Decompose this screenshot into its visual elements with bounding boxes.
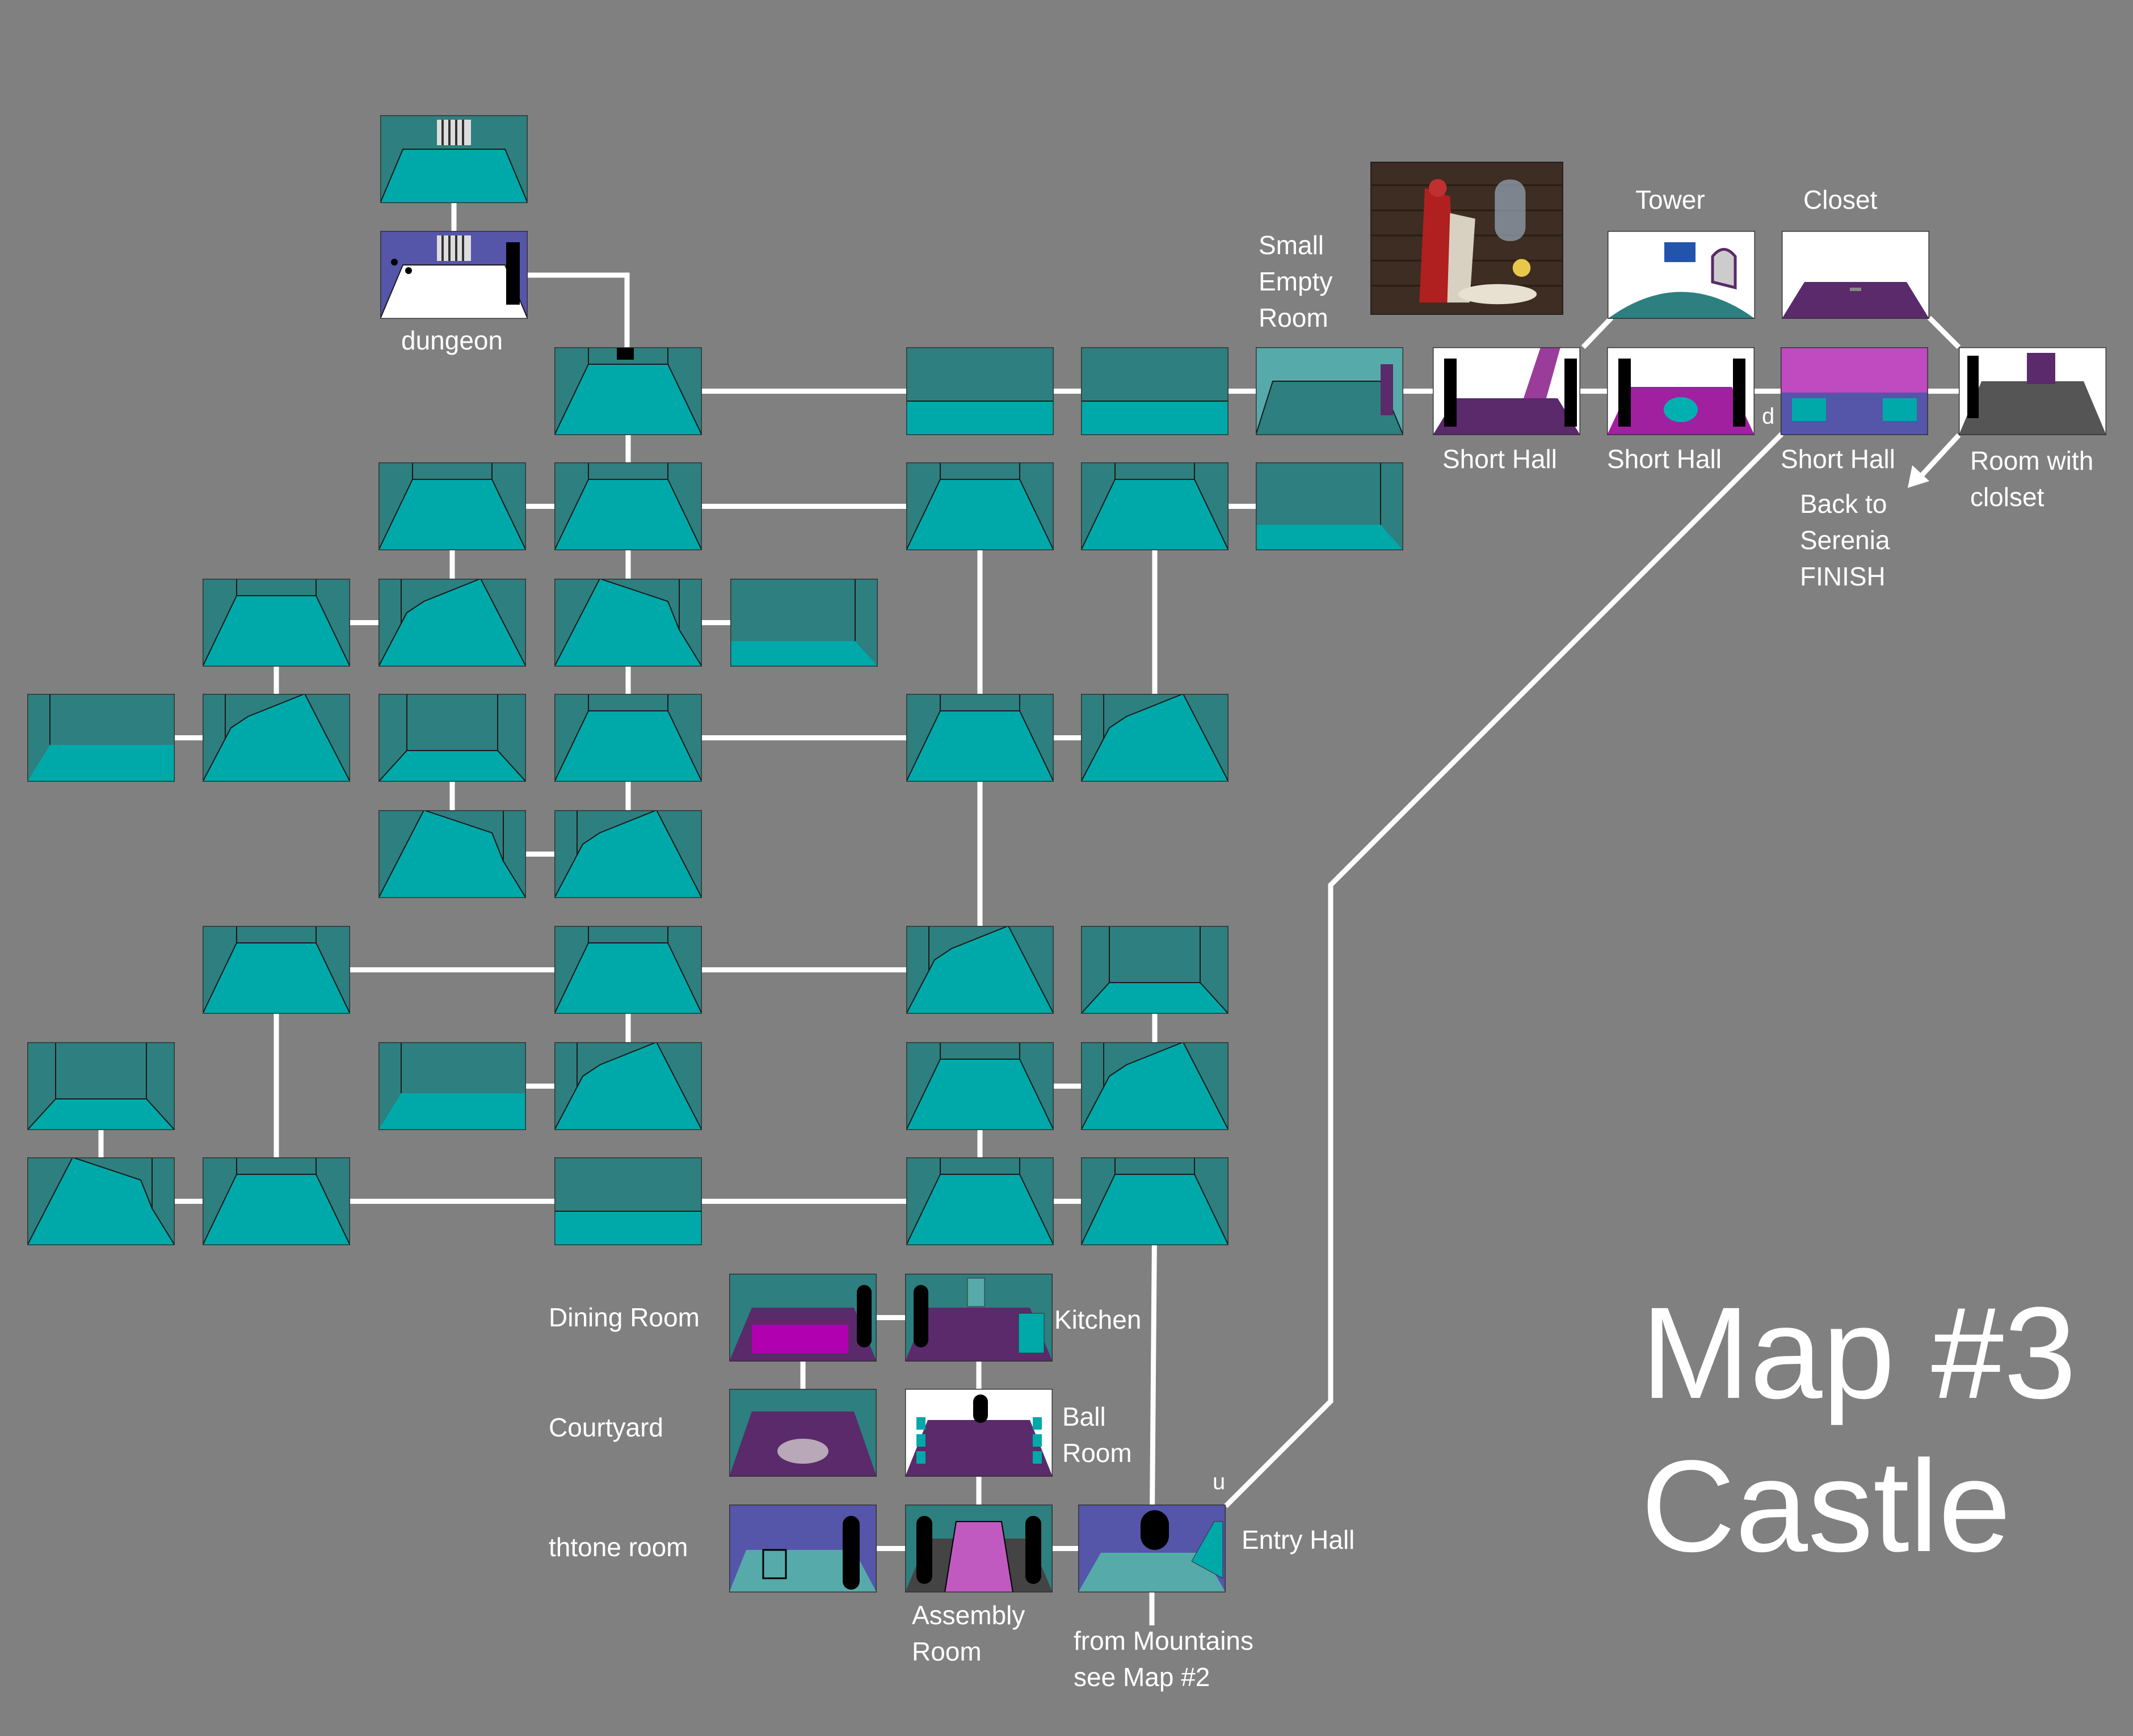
label-ball-room: Ball Room xyxy=(1062,1402,1132,1468)
room-room-closet xyxy=(1959,347,2106,435)
room-r5-b xyxy=(554,810,702,898)
room-r4-b xyxy=(203,694,350,782)
room-tower xyxy=(1608,231,1755,319)
label-courtyard: Courtyard xyxy=(549,1413,663,1442)
room-r7-d xyxy=(906,1042,1054,1130)
label-assembly-room: Assembly Room xyxy=(912,1600,1025,1666)
room-r6-a xyxy=(203,926,350,1014)
room-r2-d xyxy=(1081,462,1229,550)
label-entry-hall: Entry Hall xyxy=(1242,1525,1355,1554)
label-tower: Tower xyxy=(1635,185,1705,214)
direction-down-marker: d xyxy=(1762,404,1775,429)
room-r4-a xyxy=(27,694,175,782)
label-closet: Closet xyxy=(1803,185,1878,214)
room-throne xyxy=(729,1505,877,1592)
passage xyxy=(1581,315,1614,349)
room-r7-e xyxy=(1081,1042,1229,1130)
room-r6-d xyxy=(1081,926,1229,1014)
room-cell-top xyxy=(380,115,528,203)
room-r2-b xyxy=(554,462,702,550)
map-title-line2: Castle xyxy=(1641,1433,2011,1579)
room-short-hall-a xyxy=(1433,347,1580,435)
room-r3-a xyxy=(203,579,350,667)
room-r8-a xyxy=(27,1157,175,1245)
room-r2-a xyxy=(378,462,526,550)
label-short-hall-1: Short Hall xyxy=(1442,444,1557,474)
label-back-to-serenia: Back to Serenia FINISH xyxy=(1800,489,1890,591)
room-ballroom xyxy=(905,1389,1053,1477)
label-short-hall-3: Short Hall xyxy=(1781,444,1895,474)
room-r2-c xyxy=(906,462,1054,550)
label-room-with-closet: Room with clolset xyxy=(1970,446,2094,512)
room-short-hall-c xyxy=(1781,347,1928,435)
room-short-hall-b xyxy=(1607,347,1755,435)
label-throne-room: thtone room xyxy=(549,1532,688,1562)
room-r5-a xyxy=(378,810,526,898)
story-illustration-image xyxy=(1370,162,1563,315)
passage-long-route xyxy=(1223,432,1784,1509)
room-closet xyxy=(1782,231,1929,319)
room-r4-f xyxy=(1081,694,1229,782)
room-r8-b xyxy=(203,1157,350,1245)
label-kitchen: Kitchen xyxy=(1054,1305,1142,1334)
room-r8-c xyxy=(554,1157,702,1245)
label-from-mountains: from Mountains see Map #2 xyxy=(1074,1626,1254,1692)
room-courtyard xyxy=(729,1389,877,1477)
room-r7-c xyxy=(554,1042,702,1130)
room-dining xyxy=(729,1274,877,1362)
room-r4-c xyxy=(378,694,526,782)
room-r8-e xyxy=(1081,1157,1229,1245)
room-r1-b xyxy=(906,347,1054,435)
room-r6-b xyxy=(554,926,702,1014)
room-kitchen xyxy=(905,1274,1053,1362)
room-dungeon xyxy=(380,231,528,319)
room-r4-d xyxy=(554,694,702,782)
room-r7-a xyxy=(27,1042,175,1130)
room-r1-a xyxy=(554,347,702,435)
label-dungeon: dungeon xyxy=(401,326,503,355)
room-r4-e xyxy=(906,694,1054,782)
passage xyxy=(528,272,630,347)
label-short-hall-2: Short Hall xyxy=(1607,444,1722,474)
room-r3-d xyxy=(730,579,878,667)
room-r2-e xyxy=(1256,462,1403,550)
room-entry xyxy=(1078,1505,1226,1592)
exit-arrow-head xyxy=(1908,465,1929,488)
room-assembly xyxy=(905,1505,1053,1592)
room-r3-c xyxy=(554,579,702,667)
label-dining-room: Dining Room xyxy=(549,1303,700,1332)
map-title-line1: Map #3 xyxy=(1641,1280,2077,1426)
room-small-empty xyxy=(1256,347,1403,435)
room-r7-b xyxy=(378,1042,526,1130)
passage xyxy=(1149,1201,1158,1549)
exit-arrow xyxy=(1916,433,1961,482)
room-r3-b xyxy=(378,579,526,667)
room-r1-c xyxy=(1081,347,1229,435)
room-r6-c xyxy=(906,926,1054,1014)
passage xyxy=(1927,315,1961,349)
direction-up-marker: u xyxy=(1213,1469,1226,1494)
label-small-empty-room: Small Empty Room xyxy=(1259,230,1333,332)
room-r8-d xyxy=(906,1157,1054,1245)
